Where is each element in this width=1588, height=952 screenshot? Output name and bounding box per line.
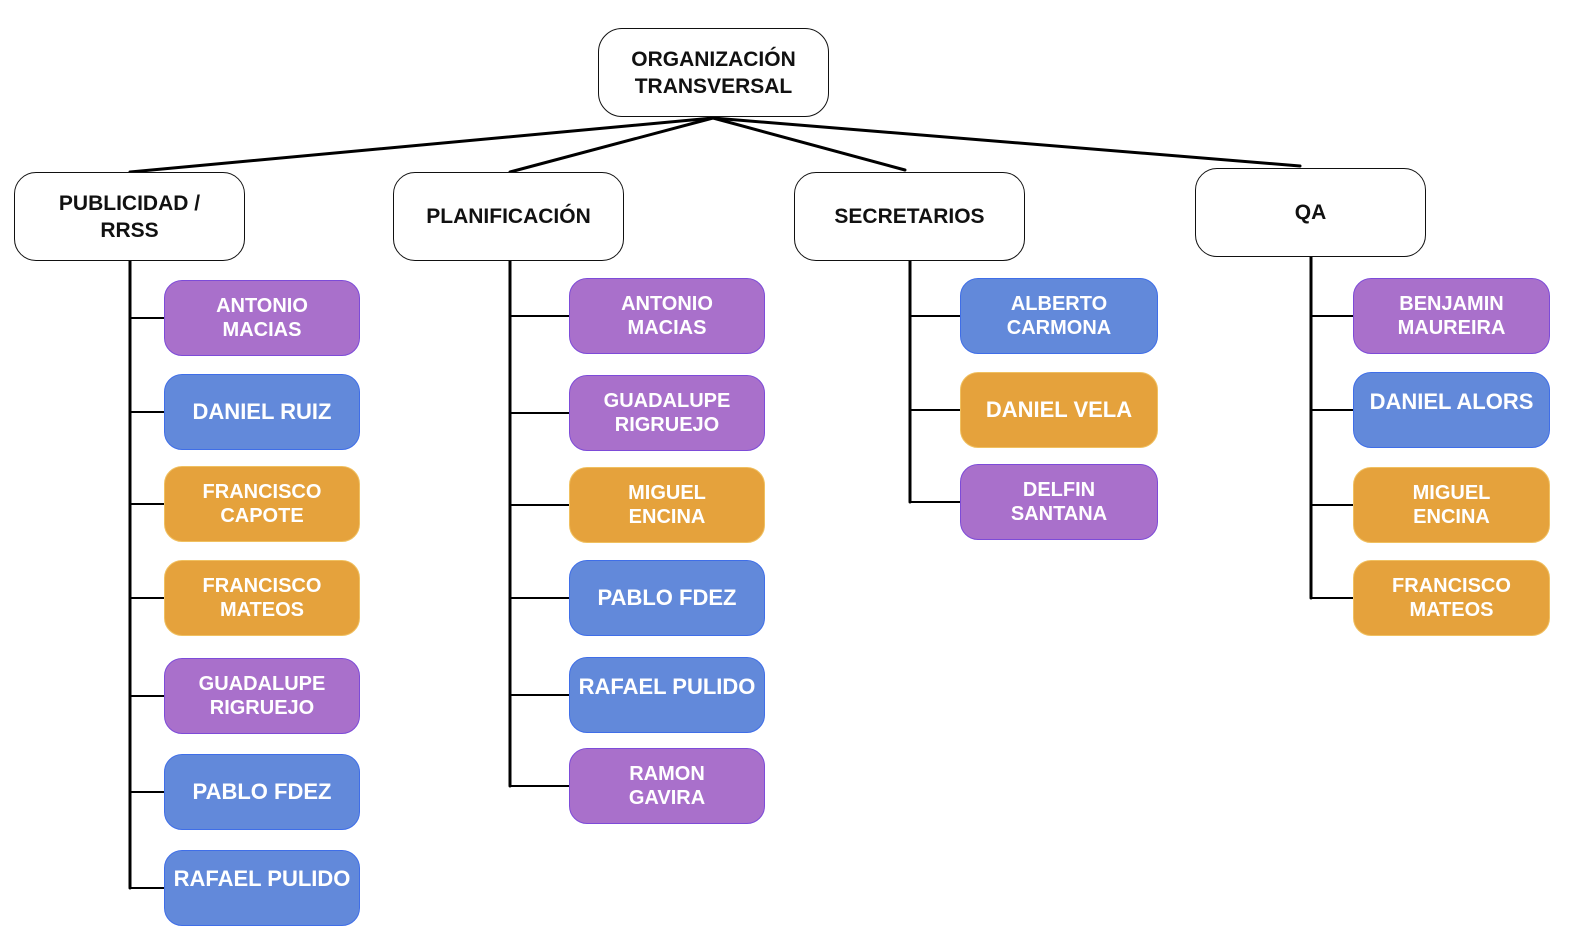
member-node[interactable]: FRANCISCO MATEOS [164,560,360,636]
member-node[interactable]: MIGUEL ENCINA [1353,467,1550,543]
member-label: PABLO FDEZ [597,585,737,610]
member-node[interactable]: MIGUEL ENCINA [569,467,765,543]
member-label: DANIEL RUIZ [192,399,332,424]
member-node[interactable]: RAFAEL PULIDO [164,850,360,926]
member-node[interactable]: PABLO FDEZ [164,754,360,830]
member-label: FRANCISCO MATEOS [1392,575,1511,621]
member-node[interactable]: BENJAMIN MAUREIRA [1353,278,1550,354]
member-label: ANTONIO MACIAS [621,293,713,339]
member-label: FRANCISCO CAPOTE [202,481,322,527]
root-label: ORGANIZACIÓN TRANSVERSAL [631,47,796,98]
root-connector-2 [711,116,907,172]
member-label: FRANCISCO MATEOS [202,575,322,621]
member-node[interactable]: FRANCISCO MATEOS [1353,560,1550,636]
member-node[interactable]: RAFAEL PULIDO [569,657,765,733]
member-label: ANTONIO MACIAS [216,295,308,341]
member-label: BENJAMIN MAUREIRA [1397,293,1506,339]
member-node[interactable]: DELFIN SANTANA [960,464,1158,540]
member-node[interactable]: ALBERTO CARMONA [960,278,1158,354]
member-label: GUADALUPE RIGRUEJO [603,390,731,436]
member-label: DELFIN SANTANA [1010,479,1108,525]
root-connector-0 [128,116,715,174]
member-label: PABLO FDEZ [192,779,332,804]
department-node-secretarios[interactable]: SECRETARIOS [794,172,1025,261]
member-node[interactable]: DANIEL RUIZ [164,374,360,450]
department-node-planificacion[interactable]: PLANIFICACIÓN [393,172,624,261]
member-node[interactable]: RAMON GAVIRA [569,748,765,824]
member-label: MIGUEL ENCINA [1412,482,1491,528]
department-node-publicidad[interactable]: PUBLICIDAD / RRSS [14,172,245,261]
department-label: PLANIFICACIÓN [426,205,591,228]
member-node[interactable]: PABLO FDEZ [569,560,765,636]
member-node[interactable]: ANTONIO MACIAS [164,280,360,356]
department-label: PUBLICIDAD / RRSS [58,191,201,242]
member-node[interactable]: ANTONIO MACIAS [569,278,765,354]
root-connector-3 [711,116,1302,168]
department-label: SECRETARIOS [834,205,985,228]
member-label: RAMON GAVIRA [628,763,706,809]
member-label: ALBERTO CARMONA [1006,293,1112,339]
member-node[interactable]: DANIEL ALORS [1353,372,1550,448]
member-node[interactable]: GUADALUPE RIGRUEJO [569,375,765,451]
member-node[interactable]: DANIEL VELA [960,372,1158,448]
member-label: RAFAEL PULIDO [578,674,756,699]
member-label: MIGUEL ENCINA [628,482,706,528]
member-node[interactable]: FRANCISCO CAPOTE [164,466,360,542]
member-label: DANIEL ALORS [1369,389,1534,414]
root-connector-1 [508,116,715,174]
root-node[interactable]: ORGANIZACIÓN TRANSVERSAL [598,28,829,117]
member-label: RAFAEL PULIDO [173,866,351,891]
department-label: QA [1294,201,1327,224]
member-node[interactable]: GUADALUPE RIGRUEJO [164,658,360,734]
member-label: DANIEL VELA [985,397,1133,422]
member-label: GUADALUPE RIGRUEJO [198,673,326,719]
department-node-qa[interactable]: QA [1195,168,1426,257]
